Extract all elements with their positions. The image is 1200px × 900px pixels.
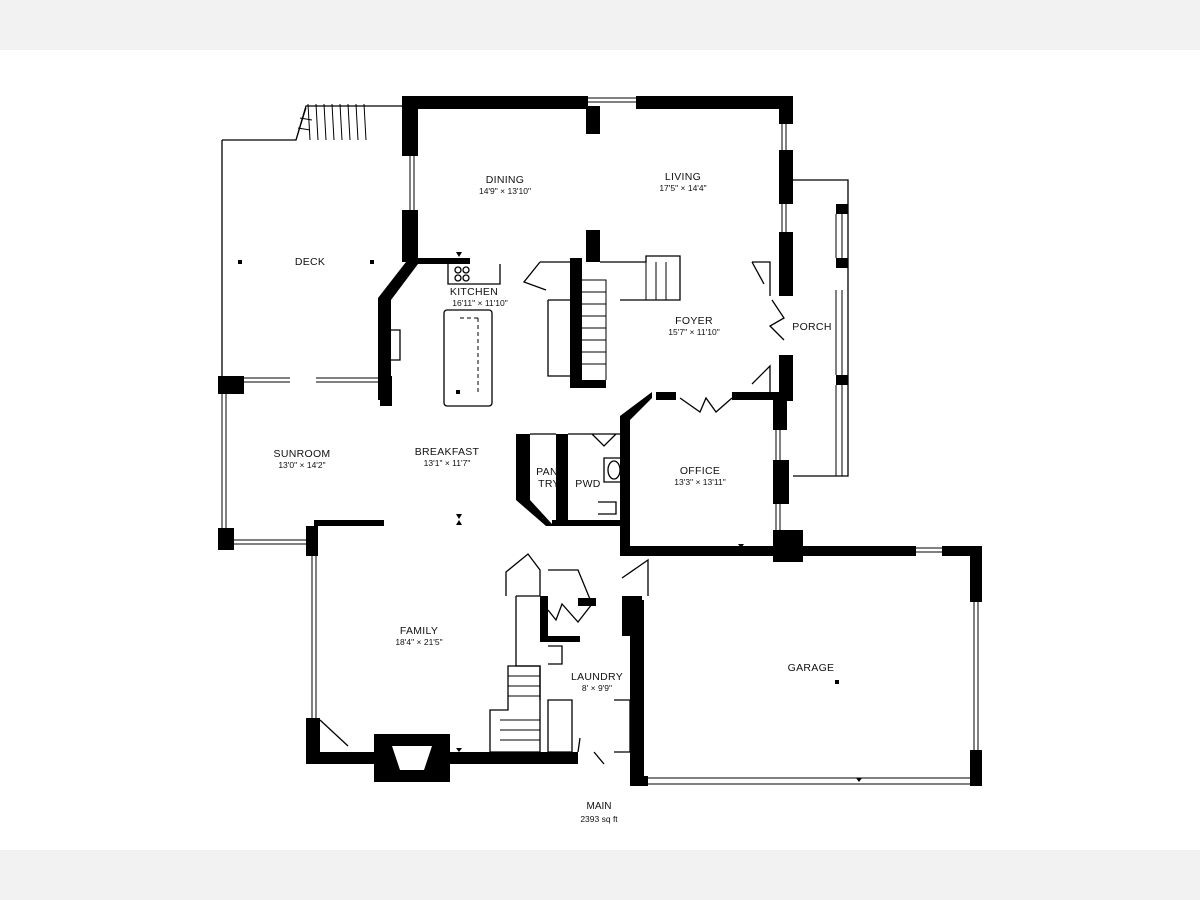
thin-lines (221, 97, 979, 785)
room-name: DECK (295, 256, 325, 268)
room-name: DINING (486, 174, 525, 186)
walls (218, 96, 982, 786)
room-dimensions: 18'4" × 21'5" (395, 637, 442, 647)
room-label-laundry: LAUNDRY 8' × 9'9" (571, 671, 623, 693)
room-label-dining: DINING 14'9" × 13'10" (479, 174, 531, 196)
room-name: FOYER (675, 315, 713, 327)
room-dimensions: 13'3" × 13'11" (674, 477, 725, 487)
room-label-foyer: FOYER 15'7" × 11'10" (668, 315, 719, 337)
room-label-powder: PWD (575, 478, 601, 490)
room-dimensions: 16'11" × 11'10" (452, 298, 508, 308)
room-dimensions: 15'7" × 11'10" (668, 327, 719, 337)
room-label-family: FAMILY 18'4" × 21'5" (395, 625, 442, 647)
room-name-line2: TRY (538, 478, 560, 490)
dimension-ticks (238, 104, 862, 782)
room-dimensions: 14'9" × 13'10" (479, 186, 531, 196)
room-label-deck: DECK (295, 256, 325, 268)
floor-caption: MAIN 2393 sq ft (580, 801, 618, 824)
room-name: GARAGE (788, 662, 835, 674)
floor-name: MAIN (587, 801, 612, 812)
room-name: BREAKFAST (415, 446, 480, 458)
page-frame (0, 50, 1200, 850)
room-label-office: OFFICE 13'3" × 13'11" (674, 465, 725, 487)
room-name: PORCH (792, 321, 831, 333)
room-label-living: LIVING 17'5" × 14'4" (659, 171, 706, 193)
room-name: LIVING (665, 171, 701, 183)
room-name-line1: PAN (536, 466, 558, 478)
room-label-porch: PORCH (792, 321, 831, 333)
room-label-pantry: PAN TRY (536, 466, 560, 490)
room-dimensions: 13'1" × 11'7" (424, 458, 471, 468)
room-label-sunroom: SUNROOM 13'0" × 14'2" (274, 448, 331, 470)
floor-area: 2393 sq ft (580, 814, 618, 824)
room-label-breakfast: BREAKFAST 13'1" × 11'7" (415, 446, 480, 468)
room-dimensions: 13'0" × 14'2" (278, 460, 325, 470)
room-name: OFFICE (680, 465, 720, 477)
room-dimensions: 8' × 9'9" (582, 683, 612, 693)
room-name: PWD (575, 478, 601, 490)
room-name: LAUNDRY (571, 671, 623, 683)
room-dimensions: 17'5" × 14'4" (659, 183, 706, 193)
room-name: KITCHEN (450, 286, 498, 298)
room-name: FAMILY (400, 625, 438, 637)
room-name: SUNROOM (274, 448, 331, 460)
room-label-garage: GARAGE (788, 662, 835, 674)
room-label-kitchen: KITCHEN 16'11" × 11'10" (450, 286, 508, 308)
